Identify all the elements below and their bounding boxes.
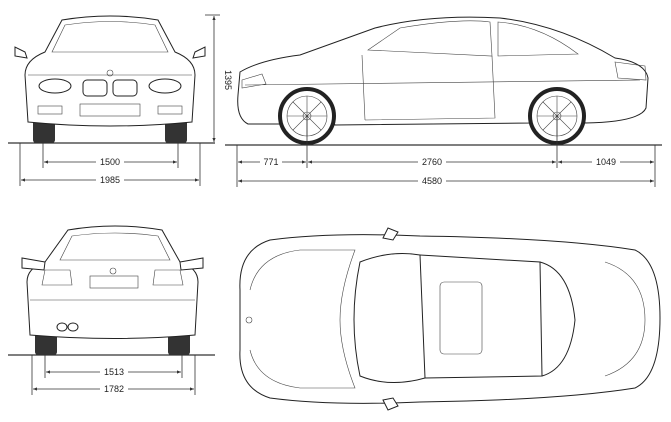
rear-track-label: 1513 <box>104 367 124 377</box>
dim-overall-width: 1985 <box>19 143 201 186</box>
dim-height: 1395 <box>205 14 233 142</box>
top-view <box>239 227 661 411</box>
front-track-label: 1500 <box>100 157 120 167</box>
rear-width-label: 1782 <box>104 384 124 394</box>
dim-rear-width: 1782 <box>31 355 196 395</box>
dim-length: 771 2760 1049 4580 <box>236 116 656 187</box>
rear-view <box>21 225 204 355</box>
dim-rear-track: 1513 <box>44 355 183 378</box>
front-overhang-label: 771 <box>263 157 278 167</box>
dim-front-track: 1500 <box>42 143 179 168</box>
side-view <box>237 16 649 145</box>
overall-width-label: 1985 <box>100 175 120 185</box>
front-view <box>14 15 206 143</box>
overall-length-label: 4580 <box>422 176 442 186</box>
height-label: 1395 <box>223 70 233 90</box>
rear-overhang-label: 1049 <box>596 157 616 167</box>
wheelbase-label: 2760 <box>422 157 442 167</box>
